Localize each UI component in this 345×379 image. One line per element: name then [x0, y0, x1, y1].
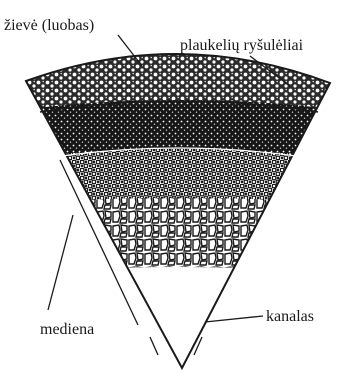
- bark-label: žievė (luobas): [4, 17, 94, 34]
- wood-leader-line: [48, 215, 73, 310]
- vascular-bundles-label: plaukelių ryšulėliai: [180, 37, 304, 54]
- wood-label: mediena: [40, 321, 94, 338]
- canal-label: kanalas: [266, 308, 314, 325]
- canal-tick-left: [150, 337, 158, 355]
- canal-leader-line: [205, 316, 263, 322]
